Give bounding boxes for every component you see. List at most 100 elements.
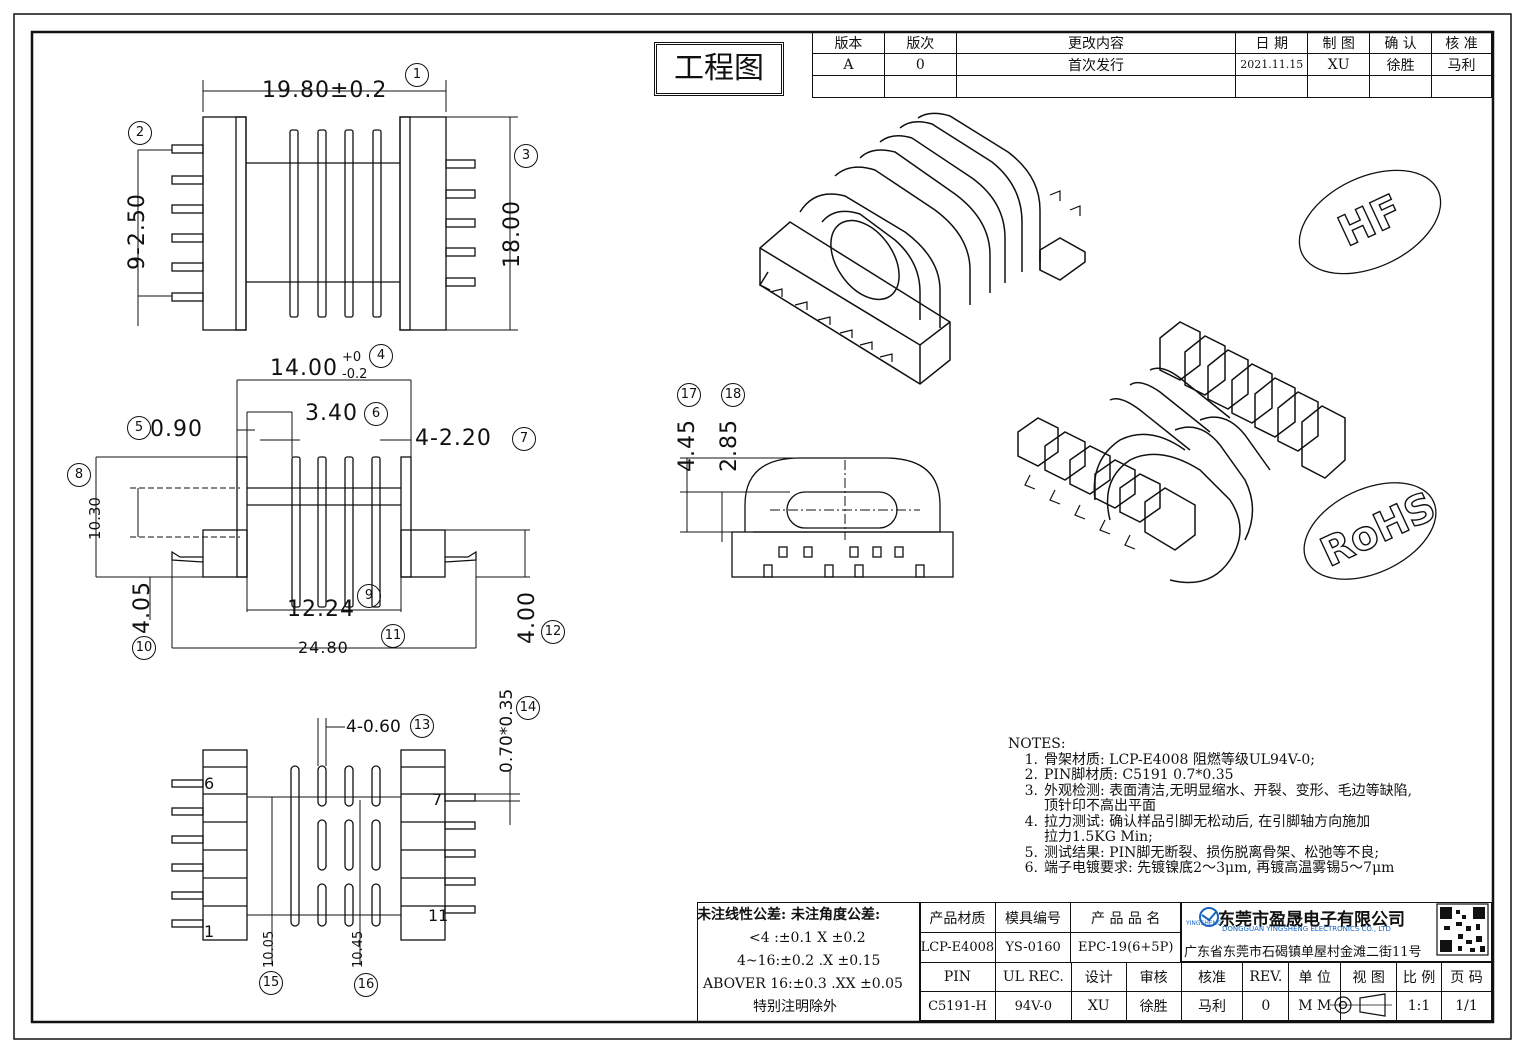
note-number: 2. [1024,767,1038,783]
dim-tol-minus: -0.2 [342,367,368,382]
company-logo-text: YINGSHENG [1186,920,1222,927]
callout-13: 13 [410,714,434,738]
iso-view-front [758,112,1086,385]
dim-span-a: 10.05 [262,930,277,968]
note-number: 4. [1024,813,1038,830]
note-number: 5. [1024,844,1038,861]
note-text: 外观检测: 表面清洁,无明显缩水、开裂、变形、毛边等缺陷, [1044,782,1413,799]
note-item: 2.PIN脚材质: C5191 0.7*0.35 [1008,767,1412,784]
ul-value: 94V-0 [994,991,1072,1021]
table-cell: 马利 [1431,53,1492,76]
material-header: 产品材质 [919,902,996,933]
dim-slot-width: 4-0.60 [346,717,401,737]
table-row [812,75,1492,98]
side-view [95,379,530,649]
mold-header: 模具编号 [994,902,1072,933]
table-cell: 2021.11.15 [1235,53,1309,76]
scale-header: 比 例 [1396,962,1442,992]
callout-1: 1 [405,63,429,87]
table-cell: XU [1307,53,1371,76]
table-cell [812,75,885,98]
page-value: 1/1 [1441,991,1492,1021]
pin-label-11: 11 [428,906,449,925]
rev-header: REV. [1242,962,1290,992]
tolerance-line: 特别注明除外 [753,999,837,1015]
approve-header: 核准 [1180,962,1244,992]
dim-slots: 4-2.20 [415,426,492,451]
table-cell: A [812,53,885,76]
rev-header-content: 更改内容 [955,32,1237,54]
dim-right-h: 4.00 [515,591,540,644]
top-view [137,80,518,331]
company-box: 东莞市盈晟电子有限公司 YINGSHENG DONGGUAN YINGSHENG… [1181,902,1492,962]
dim-flange: 0.90 [150,417,203,442]
rev-header-confirm: 确 认 [1369,32,1433,54]
rev-value: 0 [1242,991,1290,1021]
note-item: 6. 端子电镀要求: 先镀镍底2～3μm, 再镀高温雾锡5～7μm [1008,860,1412,877]
callout-15: 15 [259,971,283,995]
callout-8: 8 [67,463,91,487]
note-item: 5.测试结果: PIN脚无断裂、损伤脱离骨架、松弛等不良; [1008,844,1412,862]
tolerance-line: ABOVER 16:±0.3 .XX ±0.05 [703,976,903,992]
dim-end-h1: 4.45 [675,419,700,472]
material-value: LCP-E4008 [919,932,996,963]
tolerance-block: 未注线性公差: 未注角度公差: <4 :±0.1 X ±0.2 4~16:±0.… [697,904,919,1019]
callout-4: 4 [369,344,393,368]
dim-pin-pitch: 9-2.50 [125,193,150,270]
revision-table: 版本 版次 更改内容 日 期 制 图 确 认 核 准 A 0 首次发行 2021… [812,32,1492,98]
dim-left-h: 4.05 [130,581,155,634]
drawing-title: 工程图 [654,42,784,96]
product-name-value: EPC-19(6+5P) [1070,932,1181,963]
end-view [680,457,954,578]
ul-header: UL REC. [994,962,1072,992]
review-header: 审核 [1125,962,1182,992]
dim-main-width: 14.00 [270,356,338,381]
dim-inner: 12.24 [287,597,355,622]
note-text: 端子电镀要求: 先镀镍底2～3μm, 再镀高温雾锡5～7μm [1044,860,1395,876]
pin-label-6: 6 [204,774,215,793]
dim-core: 3.40 [305,401,358,426]
table-cell: 0 [883,53,957,76]
pin-label-1: 1 [204,922,215,941]
table-cell [955,75,1237,98]
tolerance-heading: 未注线性公差: 未注角度公差: [697,907,881,923]
rev-header-edition: 版次 [883,32,957,54]
scale-value: 1:1 [1396,991,1442,1021]
qr-code [1440,907,1485,952]
dim-height-10-30: 10.30 [86,497,104,540]
note-number: 1. [1024,751,1038,768]
note-text: 拉力测试: 确认样品引脚无松动后, 在引脚轴方向施加 [1044,813,1371,830]
rev-header-drawn: 制 图 [1307,32,1371,54]
pin-header: PIN [919,962,996,992]
note-item: 4. 拉力测试: 确认样品引脚无松动后, 在引脚轴方向施加 [1008,813,1412,831]
company-name-cn: 东莞市盈晟电子有限公司 [1218,910,1405,930]
view-header: 视 图 [1340,962,1398,992]
table-cell [1431,75,1492,98]
callout-14: 14 [516,696,540,720]
callout-6: 6 [364,402,388,426]
callout-12: 12 [541,620,565,644]
callout-18: 18 [721,383,745,407]
dim-overall-width: 19.80±0.2 [262,78,388,103]
note-number: 3. [1024,782,1038,799]
note-item: 顶针印不高出平面 [1008,798,1412,815]
bottom-view [171,718,520,965]
tolerance-line: <4 :±0.1 X ±0.2 [749,930,866,946]
note-number: 6. [1024,860,1038,876]
table-cell [883,75,957,98]
callout-5: 5 [127,416,151,440]
table-cell [1307,75,1371,98]
hf-badge-outline [1298,169,1442,275]
note-number [1008,830,1044,846]
rohs-badge-outline [1303,482,1437,580]
unit-header: 单 位 [1288,962,1342,992]
note-number [1008,799,1044,815]
callout-7: 7 [512,427,536,451]
dim-overall: 24.80 [298,638,349,657]
company-name-en: DONGGUAN YINGSHENG ELECTRONICS CO., LTD [1222,925,1391,933]
notes-block: NOTES: 1.骨架材质: LCP-E4008 阻燃等级UL94V-0; 2.… [1008,736,1413,877]
tolerance-line: 4~16:±0.2 .X ±0.15 [737,953,881,969]
rev-header-date: 日 期 [1235,32,1309,54]
callout-10: 10 [132,636,156,660]
note-item: 3. 外观检测: 表面清洁,无明显缩水、开裂、变形、毛边等缺陷, [1008,782,1413,800]
